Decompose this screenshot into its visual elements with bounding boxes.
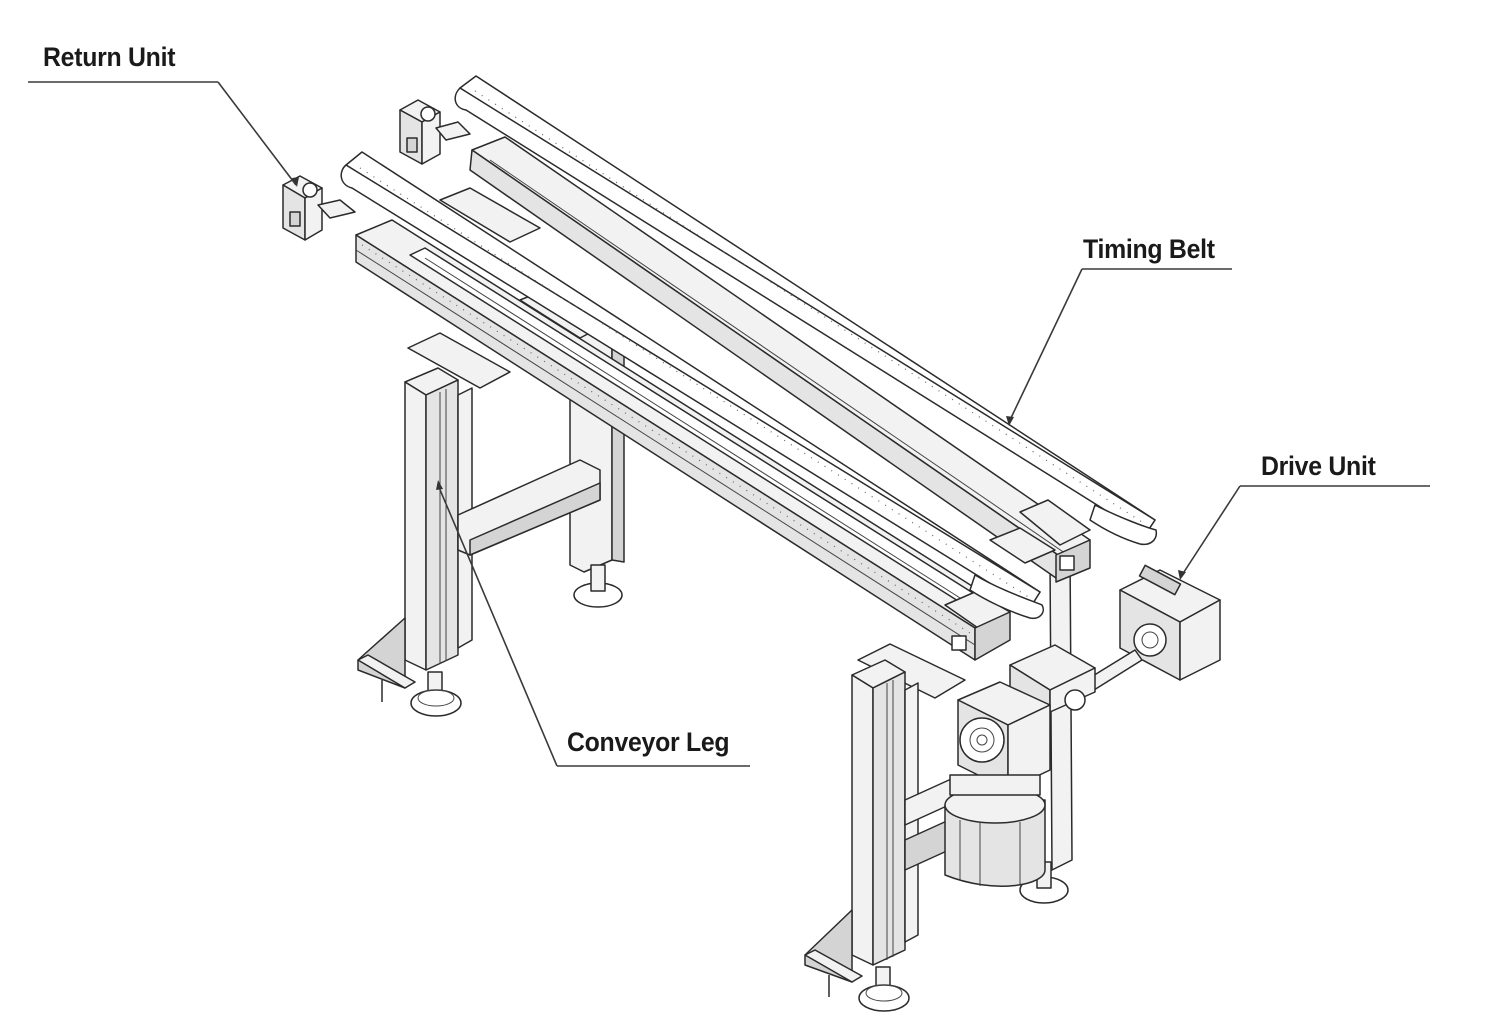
timing-belt-label: Timing Belt — [1083, 234, 1215, 264]
drive-unit — [944, 564, 1221, 887]
conveyor-leg-label: Conveyor Leg — [567, 727, 730, 757]
callout-drive-unit-leader — [1178, 485, 1430, 580]
return-unit-front — [282, 175, 356, 241]
conveyor-leg-front-right — [804, 549, 1073, 1012]
drive-unit-label: Drive Unit — [1261, 451, 1376, 481]
return-unit-label: Return Unit — [43, 42, 176, 72]
callout-timing-belt-leader — [1006, 268, 1232, 426]
timing-belt-front — [340, 151, 1044, 620]
conveyor-leg-front-left — [357, 332, 601, 717]
conveyor-frame — [355, 136, 1091, 661]
callout-conveyor-leg-leader — [436, 480, 750, 767]
timing-belt-rear — [454, 75, 1158, 546]
return-unit-rear — [399, 99, 471, 165]
callout-return-unit-leader — [28, 81, 299, 187]
